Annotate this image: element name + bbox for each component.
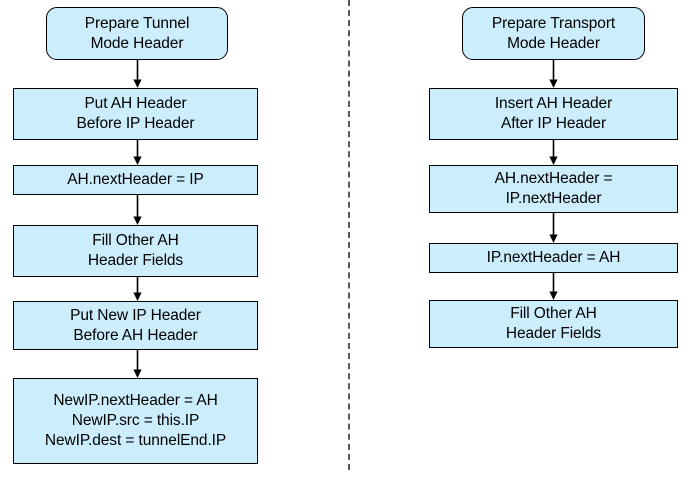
arrow-tunnel-step-3-to-step-4 xyxy=(132,277,143,301)
node-fill-other-ah-header-fields-transport[interactable]: Fill Other AH Header Fields xyxy=(429,300,678,348)
node-fill-other-ah-header-fields-tunnel[interactable]: Fill Other AH Header Fields xyxy=(13,225,258,277)
node-prepare-transport-mode-header[interactable]: Prepare Transport Mode Header xyxy=(462,7,645,60)
arrow-tunnel-step-4-to-step-5 xyxy=(132,350,143,378)
node-ip-nextheader-equals-ah[interactable]: IP.nextHeader = AH xyxy=(429,243,678,273)
node-put-ah-header-before-ip-header[interactable]: Put AH Header Before IP Header xyxy=(13,88,258,140)
arrow-transport-start-to-step-1 xyxy=(548,60,559,88)
arrow-tunnel-step-1-to-step-2 xyxy=(132,140,143,165)
node-put-new-ip-header-before-ah-header[interactable]: Put New IP Header Before AH Header xyxy=(13,301,258,350)
node-ah-nextheader-equals-ip-nextheader[interactable]: AH.nextHeader = IP.nextHeader xyxy=(429,165,678,213)
node-ah-nextheader-equals-ip[interactable]: AH.nextHeader = IP xyxy=(13,165,258,195)
arrow-transport-step-1-to-step-2 xyxy=(548,140,559,165)
arrow-transport-step-2-to-step-3 xyxy=(548,213,559,243)
node-prepare-tunnel-mode-header[interactable]: Prepare Tunnel Mode Header xyxy=(46,7,228,60)
vertical-dashed-separator xyxy=(348,0,350,470)
arrow-tunnel-start-to-step-1 xyxy=(132,60,143,88)
node-newip-assignments[interactable]: NewIP.nextHeader = AH NewIP.src = this.I… xyxy=(13,378,258,464)
arrow-transport-step-3-to-step-4 xyxy=(548,273,559,300)
arrow-tunnel-step-2-to-step-3 xyxy=(132,195,143,225)
node-insert-ah-header-after-ip-header[interactable]: Insert AH Header After IP Header xyxy=(429,88,678,140)
